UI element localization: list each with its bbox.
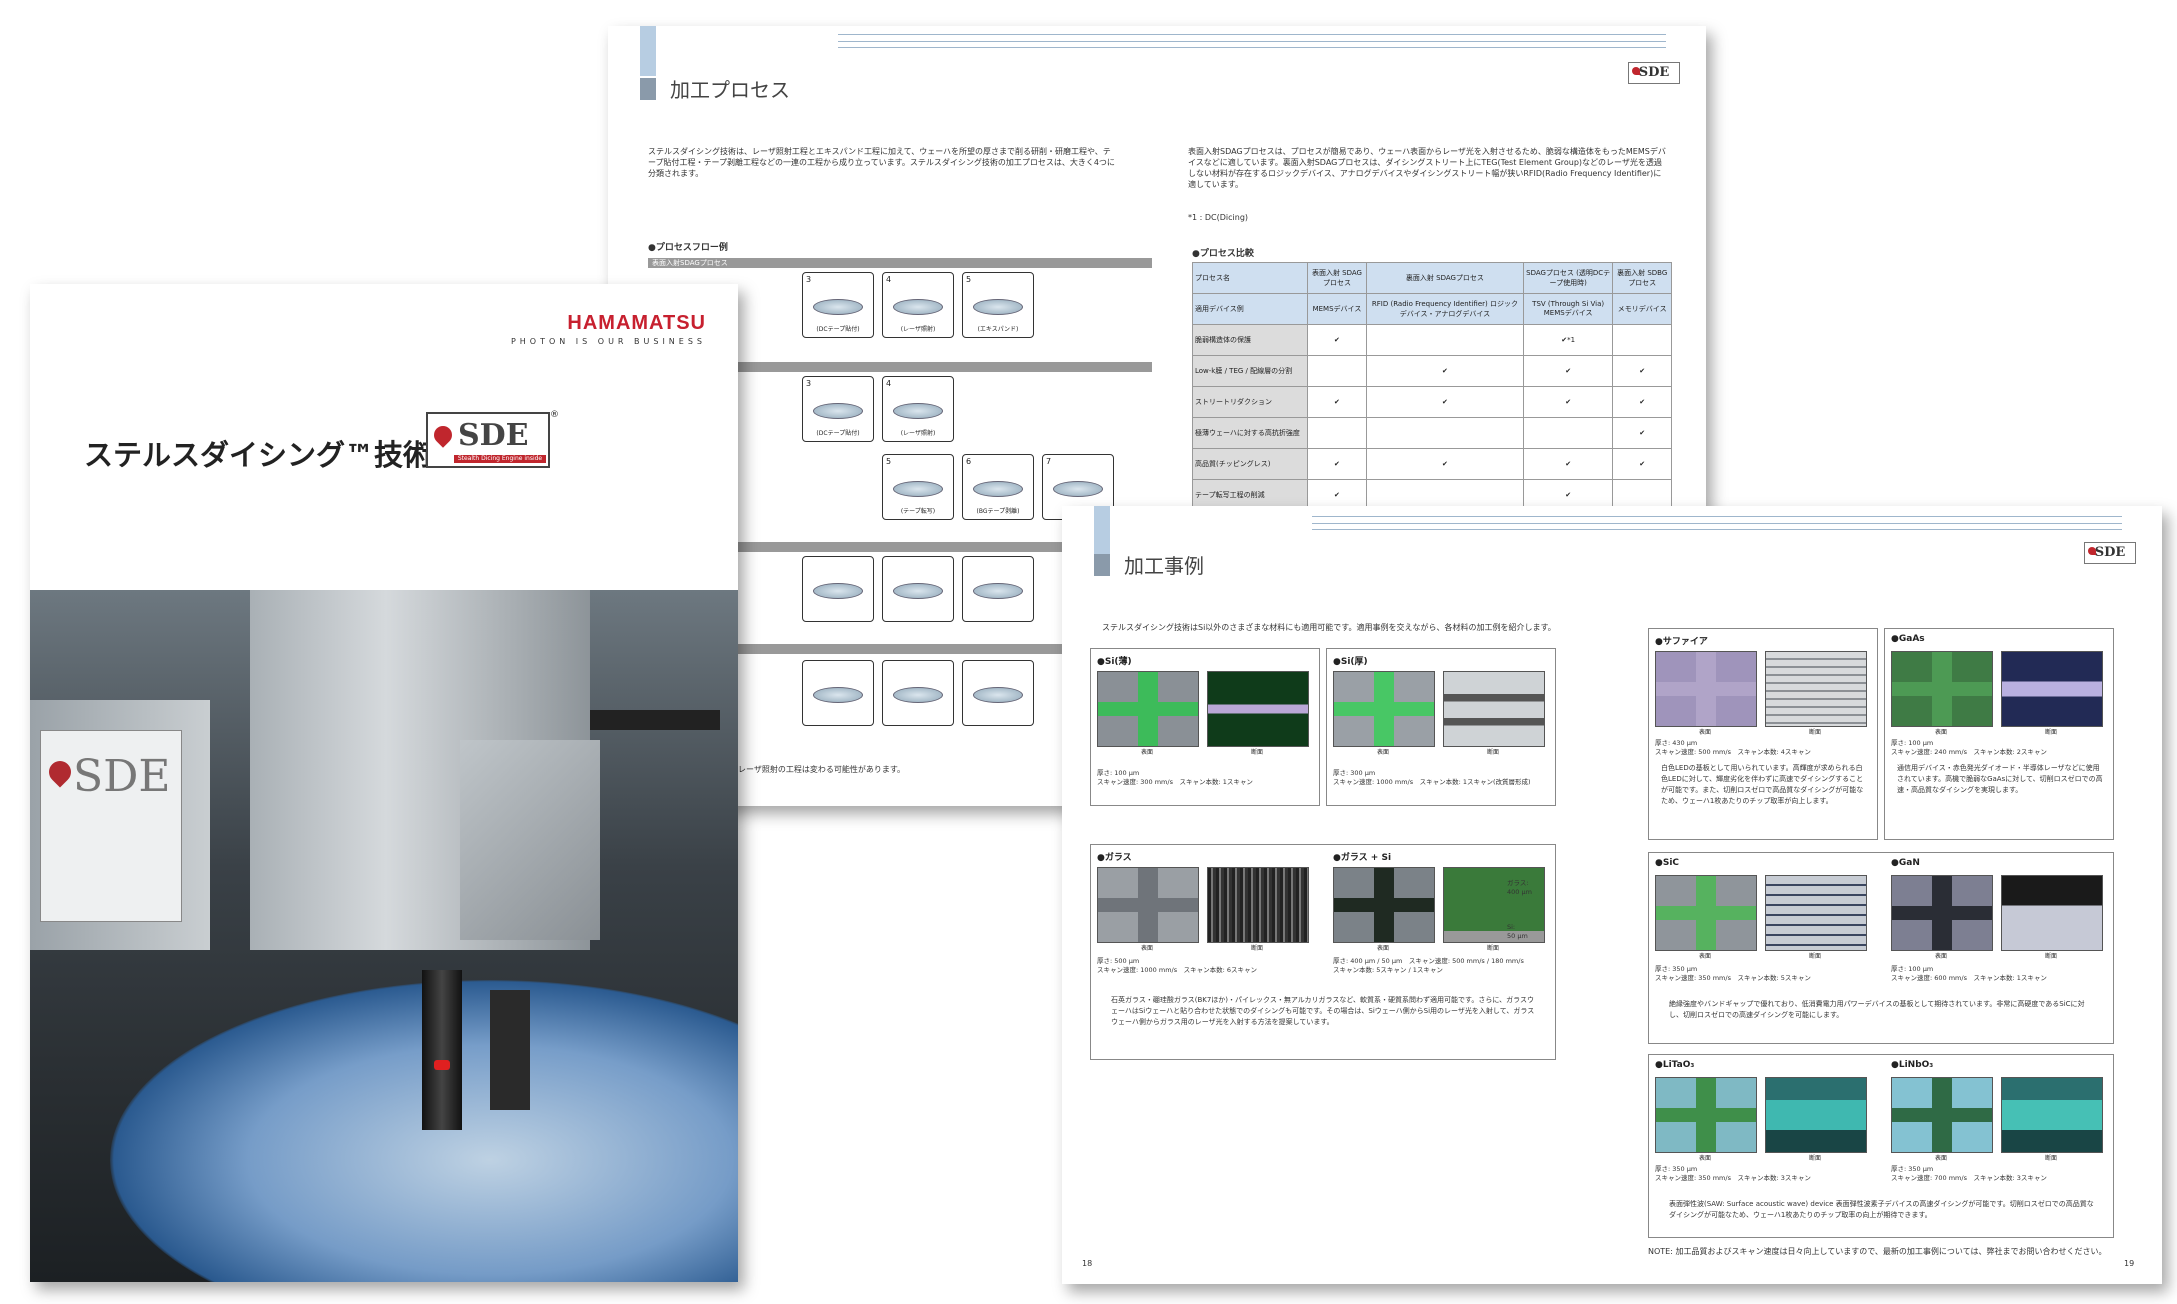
- header-rules: [838, 34, 1666, 75]
- cover-title: ステルスダイシング™技術: [84, 438, 433, 472]
- sample-si-thick: ●Si(厚) 表面 断面 厚さ: 300 μm スキャン速度: 1000 mm/…: [1326, 648, 1556, 806]
- laser-drop-icon: [430, 422, 456, 448]
- section-marker: [1094, 553, 1110, 576]
- section-image: [1207, 671, 1309, 747]
- table-header-row: プロセス名 表面入射 SDAGプロセス 裏面入射 SDAGプロセス SDAGプロ…: [1192, 262, 1672, 294]
- flow-step: [882, 556, 954, 622]
- table-row: 適用デバイス例 MEMSデバイス RFID (Radio Frequency I…: [1192, 293, 1672, 325]
- section-image: [1207, 867, 1309, 943]
- sample-glass-panel: ●ガラス ●ガラス + Si ガラス: 400 μm Si: 50 μm 表面 …: [1090, 844, 1556, 1060]
- table-row: 極薄ウェーハに対する高抗折強度✔: [1192, 417, 1672, 449]
- surface-image: [1097, 671, 1199, 747]
- flow-step: 3(DCテープ貼付): [802, 272, 874, 338]
- sample-sic-gan: ●SiC ●GaN 表面 断面 表面 断面 厚さ: 350 μm スキャン速度:…: [1648, 852, 2114, 1044]
- section-image: [1443, 671, 1545, 747]
- flow-heading: ●プロセスフロー例: [648, 243, 728, 253]
- examples-page: 加工事例 SDE ステルスダイシング技術はSi以外のさまざまな材料にも適用可能で…: [1062, 506, 2162, 1284]
- laser-drop-icon: [44, 756, 76, 788]
- section-image: [1443, 867, 1545, 943]
- compare-heading: ●プロセス比較: [1192, 249, 1254, 259]
- section-accent-bar: [1094, 506, 1110, 556]
- sample-si-thin: ●Si(薄) 表面 断面 厚さ: 100 μm スキャン速度: 300 mm/s…: [1090, 648, 1320, 806]
- flow-step: 4(レーザ照射): [882, 376, 954, 442]
- flow-step: 3(DCテープ貼付): [802, 376, 874, 442]
- brand-tagline: PHOTON IS OUR BUSINESS: [510, 337, 706, 346]
- section-header: 加工プロセス: [640, 74, 790, 103]
- section-accent-bar: [640, 26, 656, 76]
- table-row: テープ転写工程の削減✔✔: [1192, 479, 1672, 511]
- page-number-left: 18: [1082, 1259, 1093, 1268]
- process-page: 加工プロセス SDE ステルスダイシング技術は、レーザ照射工程とエキスパンド工程…: [608, 26, 1706, 806]
- flow-row-divider-3: [648, 542, 1152, 552]
- cover-page: HAMAMATSU PHOTON IS OUR BUSINESS ステルスダイシ…: [30, 284, 738, 1282]
- sample-litao3-linbo3: ●LiTaO₃ ●LiNbO₃ 表面 断面 表面 断面 厚さ: 350 μm ス…: [1648, 1054, 2114, 1238]
- page-note: NOTE: 加工品質およびスキャン速度は日々向上していますので、最新の加工事例に…: [1648, 1247, 2107, 1256]
- surface-image: [1333, 671, 1435, 747]
- section-marker: [640, 77, 656, 100]
- sample-gaas: ●GaAs 表面 断面 厚さ: 100 μm スキャン速度: 240 mm/s …: [1884, 628, 2114, 840]
- hamamatsu-logo: HAMAMATSU PHOTON IS OUR BUSINESS: [511, 312, 706, 346]
- sde-logo-large: SDE Stealth Dicing Engine inside: [426, 412, 550, 468]
- machine-arm: [590, 710, 720, 730]
- flow-note: レーザ照射の工程は変わる可能性があります。: [738, 765, 906, 774]
- process-compare-table: プロセス名 表面入射 SDAGプロセス 裏面入射 SDAGプロセス SDAGプロ…: [1192, 262, 1672, 511]
- registered-mark: ®: [550, 410, 559, 420]
- section-title: 加工プロセス: [670, 78, 790, 102]
- footnote: *1 : DC(Dicing): [1188, 213, 1249, 222]
- flow-step: 5(エキスパンド): [962, 272, 1034, 338]
- flow-step: 4(レーザ照射): [882, 272, 954, 338]
- machine-sde-plate: SDE: [40, 730, 182, 922]
- sample-sapphire: ●サファイア 表面 断面 厚さ: 430 μm スキャン速度: 500 mm/s…: [1648, 628, 1878, 840]
- intro-text: ステルスダイシング技術はSi以外のさまざまな材料にも適用可能です。適用事例を交え…: [1102, 623, 1556, 632]
- flow-step: [802, 660, 874, 726]
- brand-name: HAMAMATSU: [567, 312, 706, 334]
- intro-text: ステルスダイシング技術は、レーザ照射工程とエキスパンド工程に加えて、ウェーハを所…: [648, 147, 1115, 178]
- machine-plate: [490, 990, 530, 1110]
- machine-panel: [460, 740, 600, 940]
- flow-step: [882, 660, 954, 726]
- machine-photo: SDE: [30, 590, 738, 1282]
- table-row: 高品質(チッピングレス)✔✔✔✔: [1192, 448, 1672, 480]
- surface-image: [1333, 867, 1435, 943]
- flow-step: [962, 660, 1034, 726]
- table-row: Low-k膜 / TEG / 配線層の分割✔✔✔: [1192, 355, 1672, 387]
- table-row: 脆弱構造体の保護✔✔*1: [1192, 324, 1672, 356]
- flow-row-divider-2: [648, 362, 1152, 372]
- cover-header: HAMAMATSU PHOTON IS OUR BUSINESS ステルスダイシ…: [30, 284, 738, 590]
- flow-step: [802, 556, 874, 622]
- page-number-right: 19: [2124, 1259, 2135, 1268]
- table-row: ストリートリダクション✔✔✔✔: [1192, 386, 1672, 418]
- flow-row-divider-4: [648, 644, 1152, 654]
- flow-row-label: 表面入射SDAGプロセス: [648, 258, 1152, 268]
- section-title: 加工事例: [1124, 554, 1204, 578]
- surface-image: [1097, 867, 1199, 943]
- section-header: 加工事例: [1094, 550, 1204, 579]
- header-rules: [1312, 516, 2122, 557]
- intro-right-text: 表面入射SDAGプロセスは、プロセスが簡易であり、ウェーハ表面からレーザ光を入射…: [1188, 147, 1666, 189]
- flow-step: 6(BGテープ剥離): [962, 454, 1034, 520]
- flow-step: 5(テープ転写): [882, 454, 954, 520]
- sde-logo: SDE: [2084, 542, 2136, 564]
- laser-lens: [422, 970, 462, 1130]
- flow-step: [962, 556, 1034, 622]
- sde-logo: SDE: [1628, 62, 1680, 84]
